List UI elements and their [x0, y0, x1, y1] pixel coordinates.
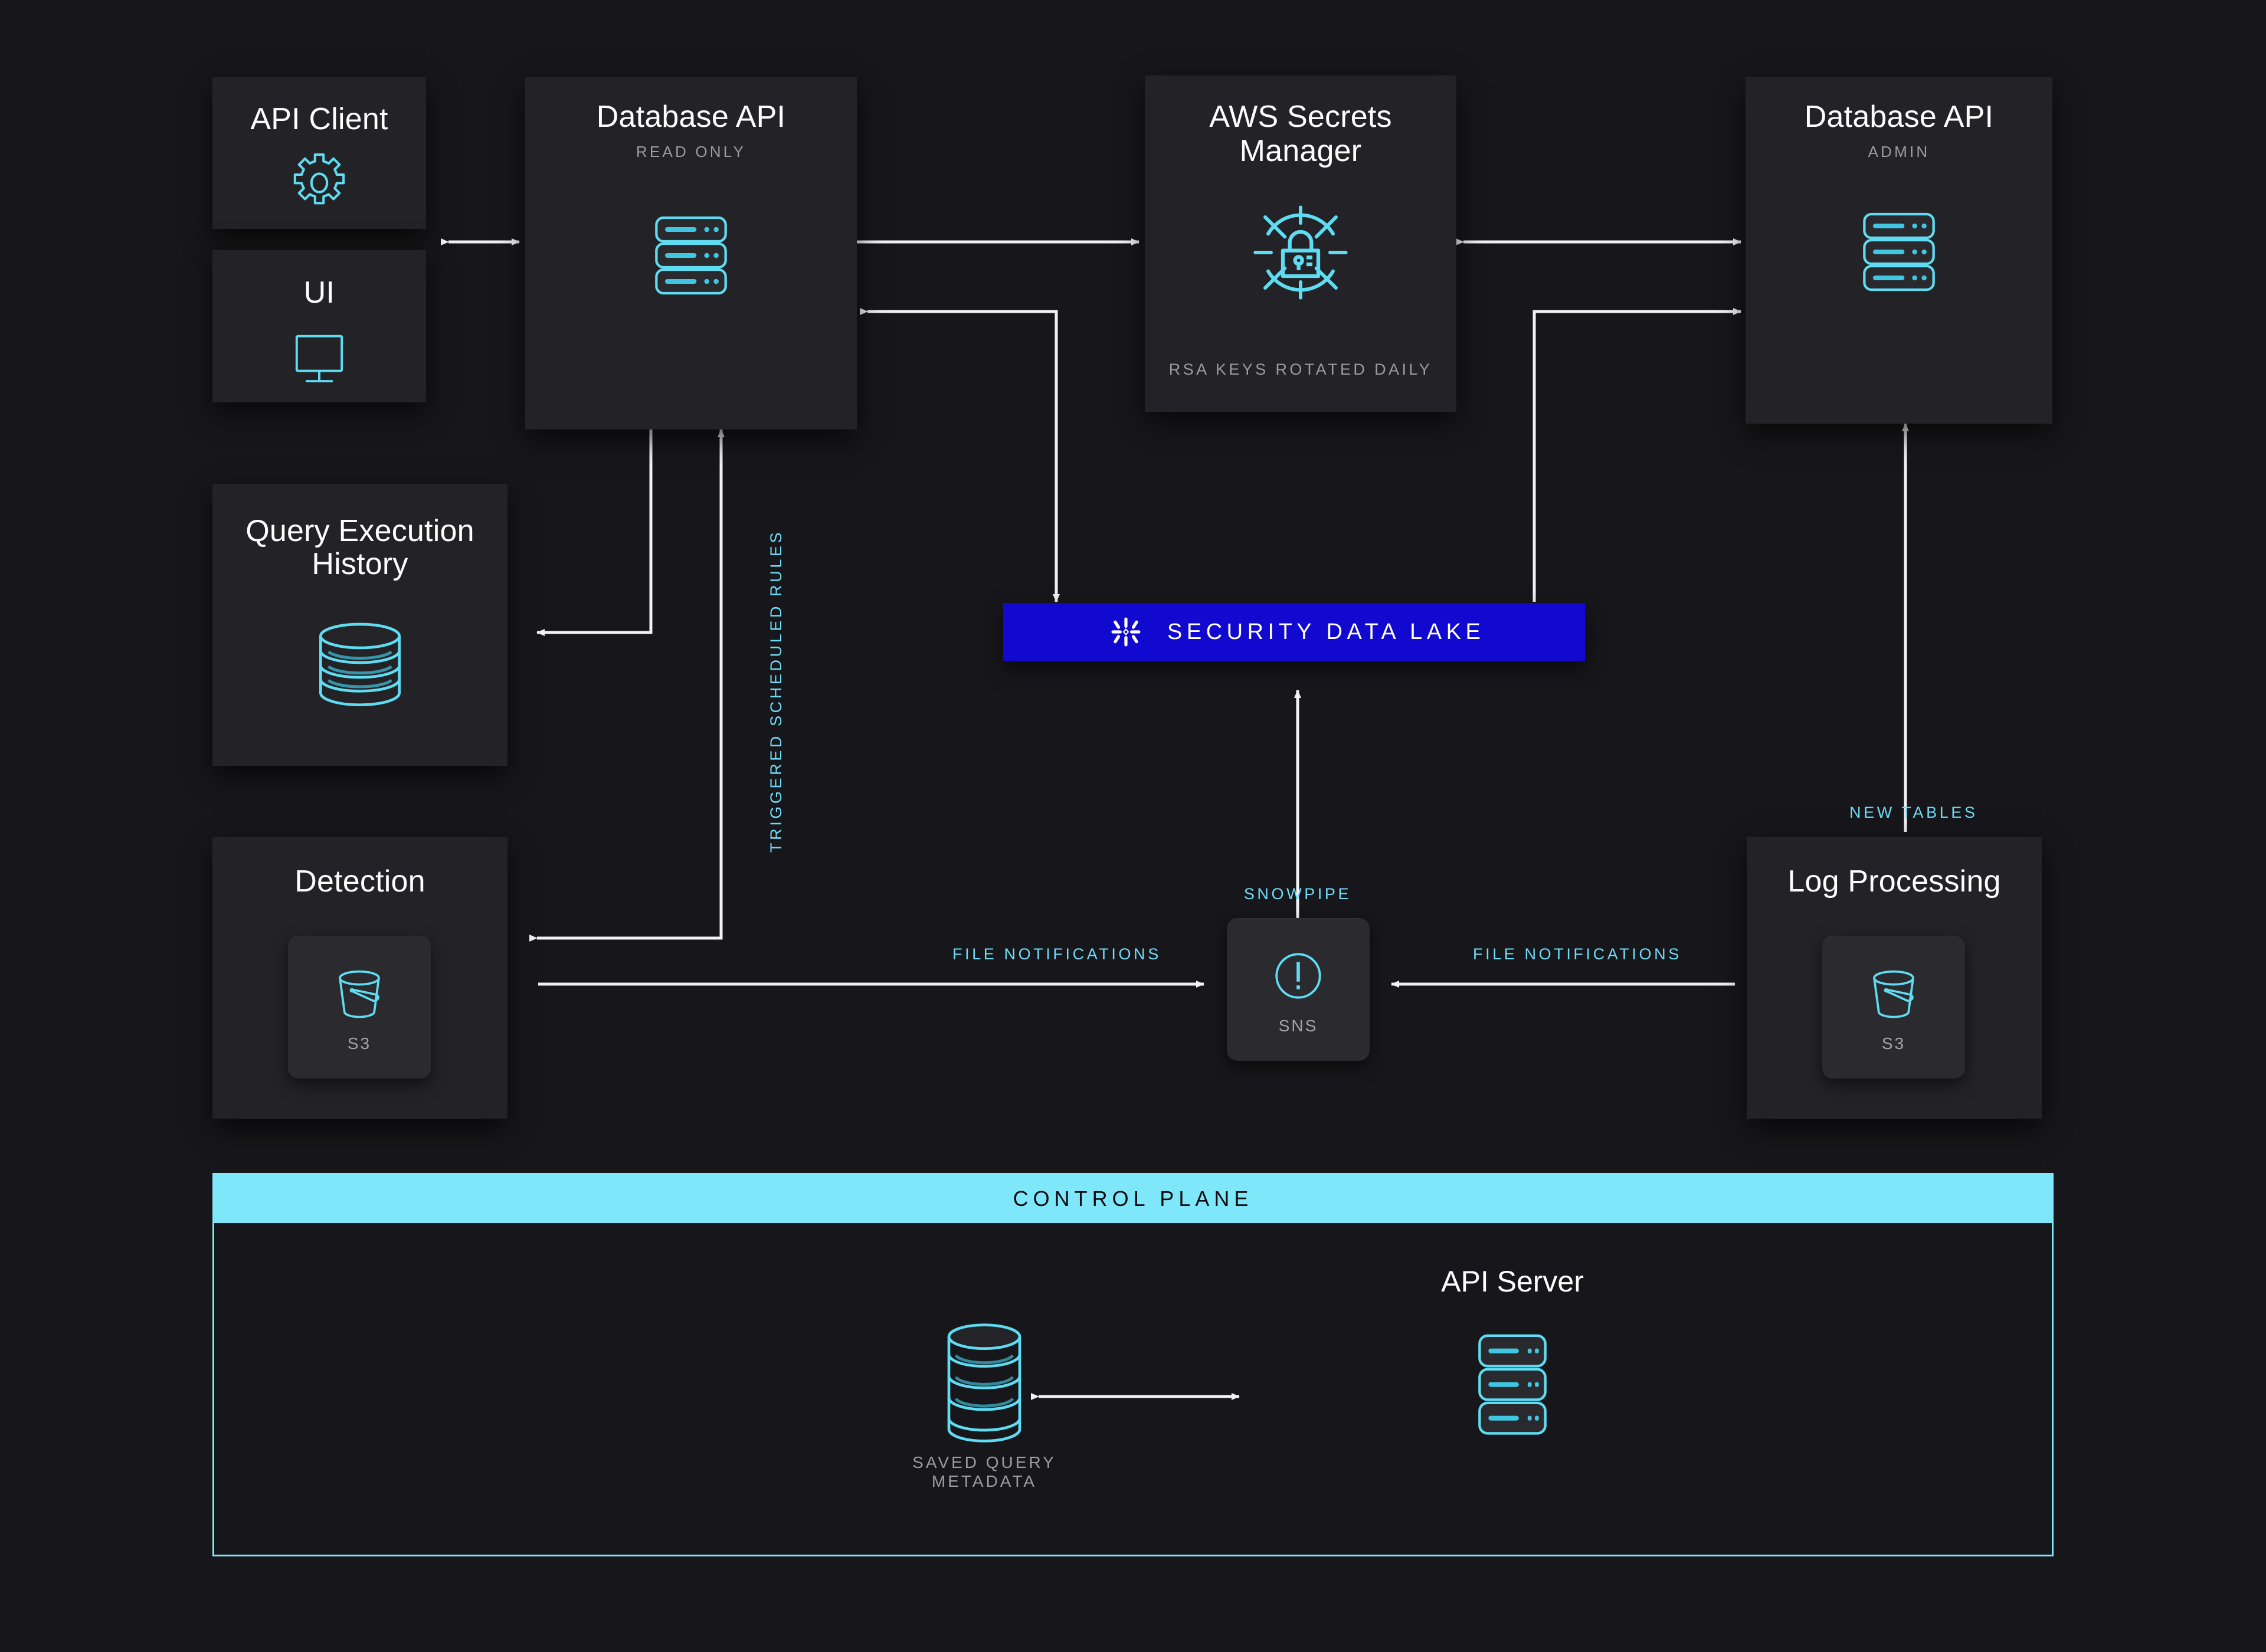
secrets-manager-footer: RSA KEYS ROTATED DAILY	[1168, 360, 1433, 378]
card-ui[interactable]: UI	[212, 250, 426, 402]
s3-bucket-icon	[1861, 961, 1926, 1026]
edge-dbapi-to-lake	[860, 308, 1060, 602]
sns-node-group: SNOWPIPE SNS	[1222, 885, 1374, 1097]
edge-dbapi-to-queryhistory	[536, 422, 654, 636]
detection-s3-tile[interactable]: S3	[288, 936, 431, 1079]
log-processing-s3-label: S3	[1881, 1034, 1906, 1053]
api-server-title: API Server	[1441, 1265, 1584, 1298]
database-api-admin-subtitle: ADMIN	[1868, 143, 1930, 160]
s3-bucket-icon	[327, 961, 392, 1026]
card-aws-secrets-manager[interactable]: AWS Secrets Manager	[1145, 76, 1456, 412]
database-api-ro-subtitle: READ ONLY	[636, 143, 746, 160]
server-stack-icon	[1400, 1329, 1625, 1441]
snowflake-icon	[1109, 615, 1142, 648]
server-stack-icon	[1746, 208, 2052, 296]
sns-tile[interactable]: SNS	[1227, 918, 1370, 1061]
card-query-execution-history[interactable]: Query Execution History	[212, 484, 507, 766]
secrets-manager-title-line1: AWS Secrets	[1209, 100, 1392, 134]
exclamation-circle-icon	[1266, 943, 1331, 1008]
query-history-title-line2: History	[312, 547, 408, 581]
database-cylinder-icon	[212, 618, 507, 713]
monitor-icon	[212, 327, 426, 392]
query-history-title-line1: Query Execution	[245, 514, 474, 548]
log-processing-title: Log Processing	[1787, 864, 2001, 899]
sns-label: SNS	[1278, 1017, 1318, 1035]
database-api-admin-title: Database API	[1804, 100, 1994, 134]
database-cylinder-icon	[872, 1321, 1096, 1445]
secrets-manager-title-line2: Manager	[1239, 134, 1362, 168]
card-detection[interactable]: Detection S3	[212, 837, 507, 1119]
card-database-api-admin[interactable]: Database API ADMIN	[1746, 77, 2052, 424]
label-triggered-scheduled-rules: TRIGGERED SCHEDULED RULES	[767, 529, 785, 853]
control-plane-header-label: CONTROL PLANE	[1013, 1186, 1253, 1211]
label-file-notifications-left: FILE NOTIFICATIONS	[952, 945, 1161, 963]
edge-detection-to-dbapi	[529, 429, 725, 942]
ui-title: UI	[303, 276, 335, 310]
card-log-processing[interactable]: Log Processing S3	[1747, 837, 2042, 1119]
card-api-client[interactable]: API Client	[212, 77, 426, 229]
server-stack-icon	[525, 211, 857, 300]
card-database-api-read-only[interactable]: Database API READ ONLY	[525, 77, 857, 430]
api-client-title: API Client	[250, 102, 388, 136]
control-plane-header: CONTROL PLANE	[214, 1175, 2052, 1223]
api-server-group[interactable]	[1400, 1329, 1625, 1441]
saved-query-metadata-group[interactable]: SAVED QUERY METADATA	[872, 1321, 1096, 1490]
security-data-lake-label: SECURITY DATA LAKE	[1167, 619, 1485, 644]
snowpipe-label: SNOWPIPE	[1243, 885, 1352, 903]
detection-title: Detection	[294, 864, 425, 899]
label-new-tables: NEW TABLES	[1849, 804, 1978, 821]
detection-s3-label: S3	[347, 1034, 372, 1053]
security-data-lake-bar[interactable]: SECURITY DATA LAKE	[1003, 603, 1585, 661]
control-plane-panel: CONTROL PLANE API Server	[212, 1173, 2054, 1556]
database-api-ro-title: Database API	[596, 100, 786, 134]
lock-target-icon	[1145, 194, 1456, 312]
label-file-notifications-right: FILE NOTIFICATIONS	[1473, 945, 1682, 963]
saved-query-metadata-caption: SAVED QUERY METADATA	[912, 1453, 1056, 1490]
log-processing-s3-tile[interactable]: S3	[1822, 936, 1965, 1079]
edge-lake-to-dbadmin	[1533, 308, 1741, 602]
gear-icon	[212, 148, 426, 218]
